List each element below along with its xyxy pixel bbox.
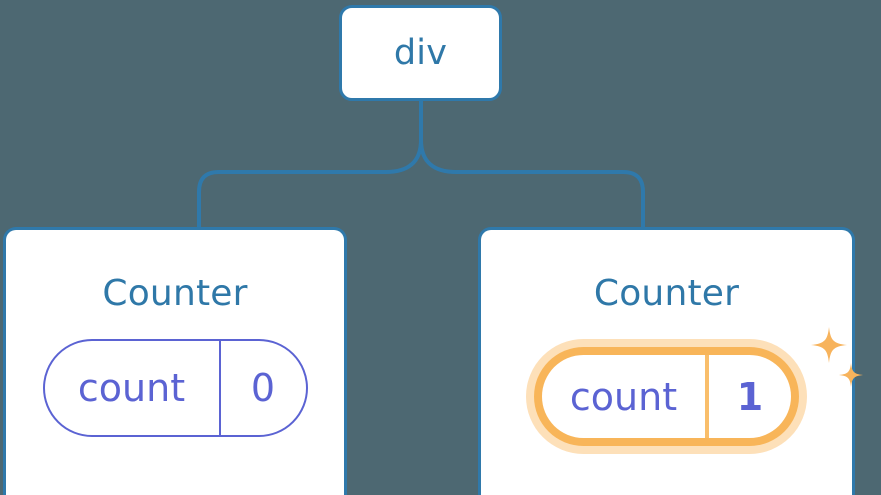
state-pill-left[interactable]: count 0 (42, 339, 308, 437)
state-pill-right-key: count (569, 374, 678, 419)
node-root-label: div (393, 32, 448, 73)
state-pill-right-wrapper: count 1 (526, 327, 863, 454)
state-pill-right-key-cell: count (542, 355, 709, 438)
state-pill-left-key-cell: count (45, 341, 221, 435)
state-pill-right-value-cell: 1 (709, 355, 791, 438)
state-pill-left-wrapper: count 0 (42, 339, 308, 437)
state-pill-right[interactable]: count 1 (542, 355, 791, 438)
state-pill-left-value-cell: 0 (221, 341, 306, 435)
state-pill-right-value: 1 (736, 374, 764, 419)
connector-root-to-left-child (197, 99, 423, 229)
node-root-div[interactable]: div (339, 5, 502, 101)
state-pill-left-value: 0 (250, 366, 276, 410)
sparkle-group (811, 327, 863, 387)
node-counter-right[interactable]: Counter count 1 (478, 227, 863, 495)
node-counter-right-title: Counter (593, 273, 740, 314)
state-pill-left-key: count (77, 366, 186, 410)
state-pill-right-ring: count 1 (534, 347, 799, 446)
state-pill-right-glow: count 1 (526, 339, 807, 454)
node-counter-left[interactable]: Counter count 0 (3, 227, 347, 495)
node-counter-left-title: Counter (102, 273, 248, 314)
sparkle-small-icon (839, 363, 863, 387)
sparkle-large-icon (811, 327, 847, 363)
connector-root-to-right-child (419, 99, 645, 229)
